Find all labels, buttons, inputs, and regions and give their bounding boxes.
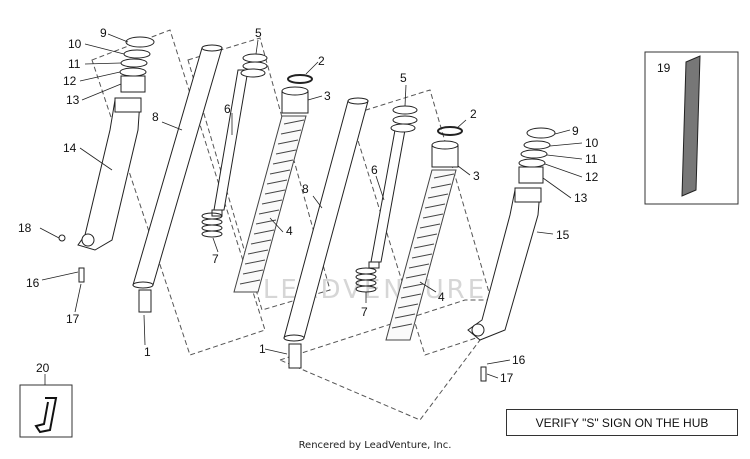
right-outer-tube xyxy=(283,97,369,342)
right-o-ring xyxy=(437,126,463,136)
render-credit: Rencered by LeadVenture, Inc. xyxy=(298,440,452,451)
label-8-right: 8 xyxy=(302,182,309,196)
retaining-clip xyxy=(34,397,58,434)
label-3-right: 3 xyxy=(473,169,480,183)
label-11-right: 11 xyxy=(585,152,598,166)
label-19: 19 xyxy=(657,61,671,75)
left-inner-group-outline xyxy=(187,37,331,311)
label-5-right: 5 xyxy=(400,71,407,85)
right-fork-slider xyxy=(467,187,542,341)
decal-strip xyxy=(681,55,701,197)
label-10-right: 10 xyxy=(585,136,599,150)
left-pinch-screw xyxy=(58,234,66,242)
label-9-right: 9 xyxy=(572,124,579,138)
label-9-left: 9 xyxy=(100,26,107,40)
left-fork-slider xyxy=(77,97,142,251)
label-16-left: 16 xyxy=(26,276,40,290)
part-labels: 9 10 11 12 13 14 18 16 17 1 8 5 6 2 3 4 … xyxy=(18,26,671,385)
label-4-right: 4 xyxy=(438,290,445,304)
right-bottom-cap xyxy=(288,343,302,369)
left-top-seals xyxy=(119,36,155,93)
label-11-left: 11 xyxy=(68,57,81,71)
label-13-right: 13 xyxy=(574,191,588,205)
label-17-right: 17 xyxy=(500,371,514,385)
right-axle-bolt xyxy=(480,366,487,382)
label-16-right: 16 xyxy=(512,353,526,367)
label-13-left: 13 xyxy=(66,93,80,107)
left-outer-tube xyxy=(132,44,223,289)
left-main-spring xyxy=(233,115,307,293)
left-bottom-cap xyxy=(138,289,152,313)
label-12-left: 12 xyxy=(63,74,77,88)
leader-lines xyxy=(39,33,583,385)
label-5-left: 5 xyxy=(255,26,262,40)
label-20: 20 xyxy=(36,361,50,375)
left-o-ring xyxy=(287,74,313,84)
label-2-right: 2 xyxy=(470,107,477,121)
left-small-spring xyxy=(201,212,223,238)
right-main-spring xyxy=(385,169,457,341)
hub-sign-note: VERIFY "S" SIGN ON THE HUB xyxy=(506,409,738,436)
label-6-right: 6 xyxy=(371,163,378,177)
label-10-left: 10 xyxy=(68,37,82,51)
label-7-right: 7 xyxy=(361,305,368,319)
left-bushing xyxy=(281,86,309,114)
label-15: 15 xyxy=(556,228,570,242)
label-8-left: 8 xyxy=(152,110,159,124)
label-14: 14 xyxy=(63,141,77,155)
label-18: 18 xyxy=(18,221,32,235)
left-damper-rod xyxy=(211,69,249,217)
label-1-left: 1 xyxy=(144,345,151,359)
right-rod-rings xyxy=(390,105,418,133)
label-4-left: 4 xyxy=(286,224,293,238)
label-7-left: 7 xyxy=(212,252,219,266)
label-17-left: 17 xyxy=(66,312,80,326)
right-bushing xyxy=(431,140,459,168)
right-small-spring xyxy=(355,267,377,293)
left-axle-bolt xyxy=(78,267,85,283)
left-rod-rings xyxy=(240,53,268,78)
label-6-left: 6 xyxy=(224,102,231,116)
label-1-right: 1 xyxy=(259,342,266,356)
right-damper-rod xyxy=(368,129,406,269)
right-top-seals xyxy=(518,127,556,184)
label-2-left: 2 xyxy=(318,54,325,68)
right-inner-group-outline xyxy=(349,89,501,356)
label-12-right: 12 xyxy=(585,170,599,184)
label-3-left: 3 xyxy=(324,89,331,103)
